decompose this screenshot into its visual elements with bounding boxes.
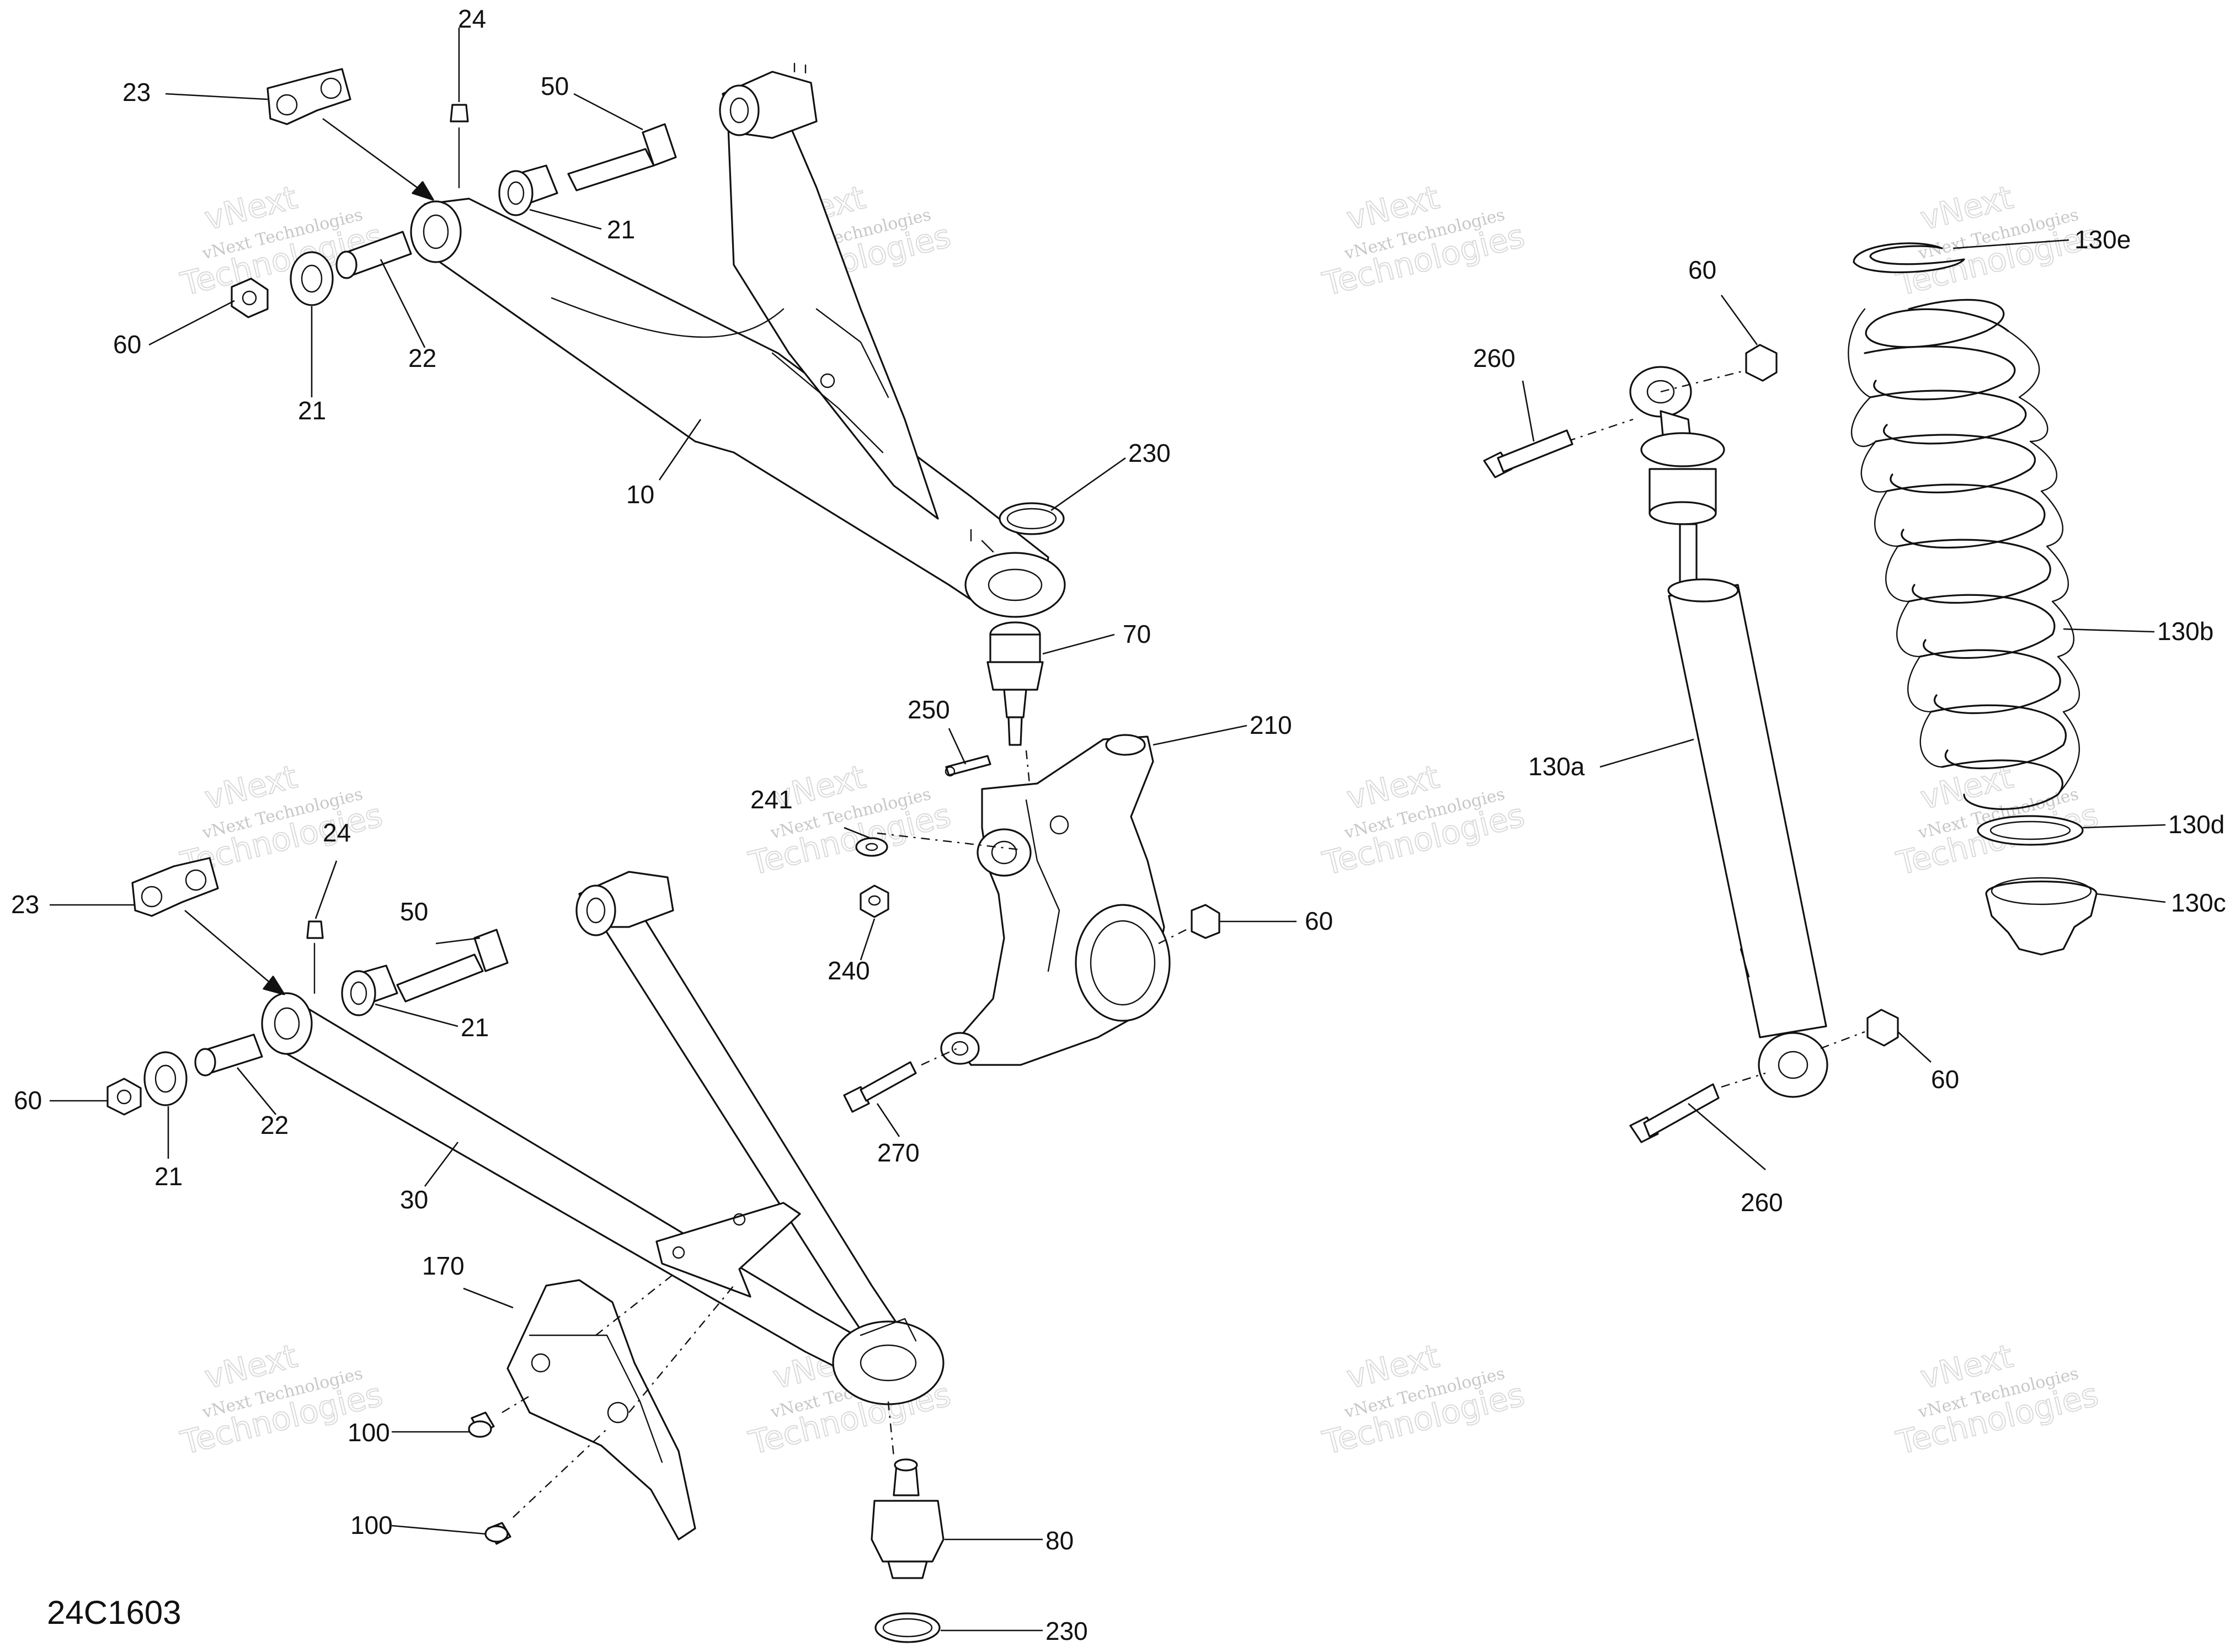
callout-21: 21 [461,1013,489,1042]
screws [468,1411,511,1545]
callout-250: 250 [908,695,950,724]
callout-60: 60 [1931,1065,1959,1094]
callout-60: 60 [14,1086,42,1115]
callout-210: 210 [1250,711,1292,739]
callout-130b: 130b [2157,617,2213,646]
callout-60: 60 [1305,907,1333,935]
figure-code: 24C1603 [47,1594,182,1631]
lower-a-arm [261,871,945,1405]
retaining-ring-top [999,502,1065,535]
shock-hardware [1483,344,1899,1143]
upper-ball-joint [986,621,1044,806]
lower-ball-joint [871,1401,945,1579]
coil-spring [1848,242,2098,956]
retaining-ring-bottom [874,1612,941,1643]
callout-50: 50 [541,72,569,100]
skid-plate [502,1274,734,1541]
callout-260: 260 [1473,344,1516,372]
callout-21: 21 [154,1162,183,1191]
callout-10: 10 [626,480,654,509]
callout-22: 22 [260,1111,289,1139]
cotter-pin [945,755,991,777]
callout-21: 21 [298,396,326,425]
callout-130d: 130d [2168,810,2224,839]
shock-absorber [1566,363,1865,1098]
callout-22: 22 [408,344,436,372]
callout-30: 30 [400,1185,428,1214]
callout-70: 70 [1123,620,1151,648]
callout-260: 260 [1741,1188,1783,1217]
callout-130e: 130e [2074,225,2131,254]
callout-100: 100 [350,1511,393,1539]
upper-hardware [231,68,677,318]
callout-170: 170 [422,1251,465,1280]
washer-and-nut [855,832,1021,918]
callout-23: 23 [11,890,39,919]
callout-21: 21 [607,215,635,244]
knuckle-nut [1158,904,1220,945]
callout-labels: 23 24 50 21 22 21 60 10 230 70 250 210 2… [11,4,2226,1645]
callout-24: 24 [323,818,351,847]
callout-60: 60 [1688,255,1716,284]
callout-100: 100 [348,1418,390,1447]
callout-230: 230 [1045,1617,1088,1645]
lower-hardware [106,857,509,1116]
leader-lines [50,28,2166,1632]
callout-130a: 130a [1528,752,1585,781]
callout-50: 50 [400,897,428,926]
knuckle-bolt [843,1047,958,1113]
callout-23: 23 [122,78,151,106]
callout-240: 240 [828,956,870,985]
upper-a-arm [410,62,1066,618]
callout-270: 270 [877,1138,920,1167]
callout-241: 241 [750,785,793,814]
callout-130c: 130c [2171,888,2226,917]
callout-230: 230 [1128,439,1171,467]
steering-knuckle [940,734,1171,1066]
callout-80: 80 [1045,1526,1074,1555]
callout-24: 24 [458,4,486,33]
callout-60: 60 [113,330,141,359]
